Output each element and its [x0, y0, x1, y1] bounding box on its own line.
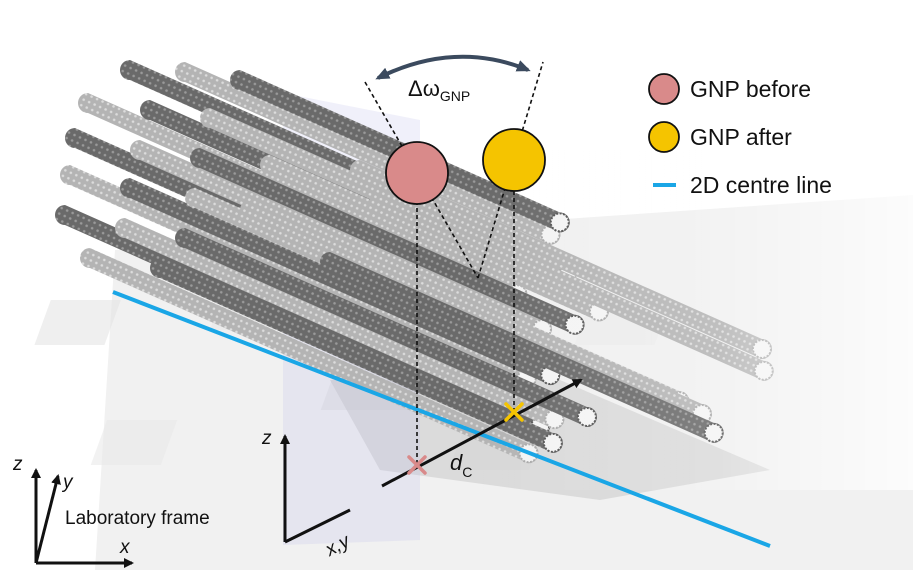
gnp-before-cross — [407, 455, 427, 475]
nanotube — [115, 218, 565, 430]
legend-gnp-before-swatch — [648, 73, 680, 105]
local-z-label: z — [261, 428, 272, 449]
nanotube — [80, 248, 539, 464]
legend-gnp-after-swatch — [648, 121, 680, 153]
lab-frame-label: Laboratory frame — [65, 508, 210, 529]
legend-centre-line-label: 2D centre line — [690, 172, 832, 198]
gnp-after-circle — [482, 128, 546, 192]
laboratory-frame: z y x Laboratory frame — [12, 454, 210, 568]
nanotube — [175, 62, 561, 245]
lab-x-label: x — [119, 537, 131, 558]
legend-gnp-after-label: GNP after — [690, 124, 792, 150]
rotation-arc-arrow — [375, 54, 531, 80]
gnp-after-cross — [504, 402, 524, 422]
d-c-label: dC — [450, 450, 472, 480]
centre-line — [112, 290, 771, 548]
nanotube — [150, 258, 563, 453]
delta-omega-label: ΔωGNP — [408, 76, 470, 104]
lab-y-axis — [34, 474, 61, 564]
bundle-fade — [480, 150, 913, 490]
nanotube — [120, 178, 561, 386]
legend: GNP before GNP after 2D centre line — [648, 73, 832, 198]
local-xy-axis — [284, 508, 351, 544]
legend-gnp-before-label: GNP before — [690, 76, 811, 102]
lab-y-label: y — [61, 472, 74, 493]
gnp-before-circle — [385, 141, 449, 205]
lab-z-label: z — [12, 454, 23, 475]
